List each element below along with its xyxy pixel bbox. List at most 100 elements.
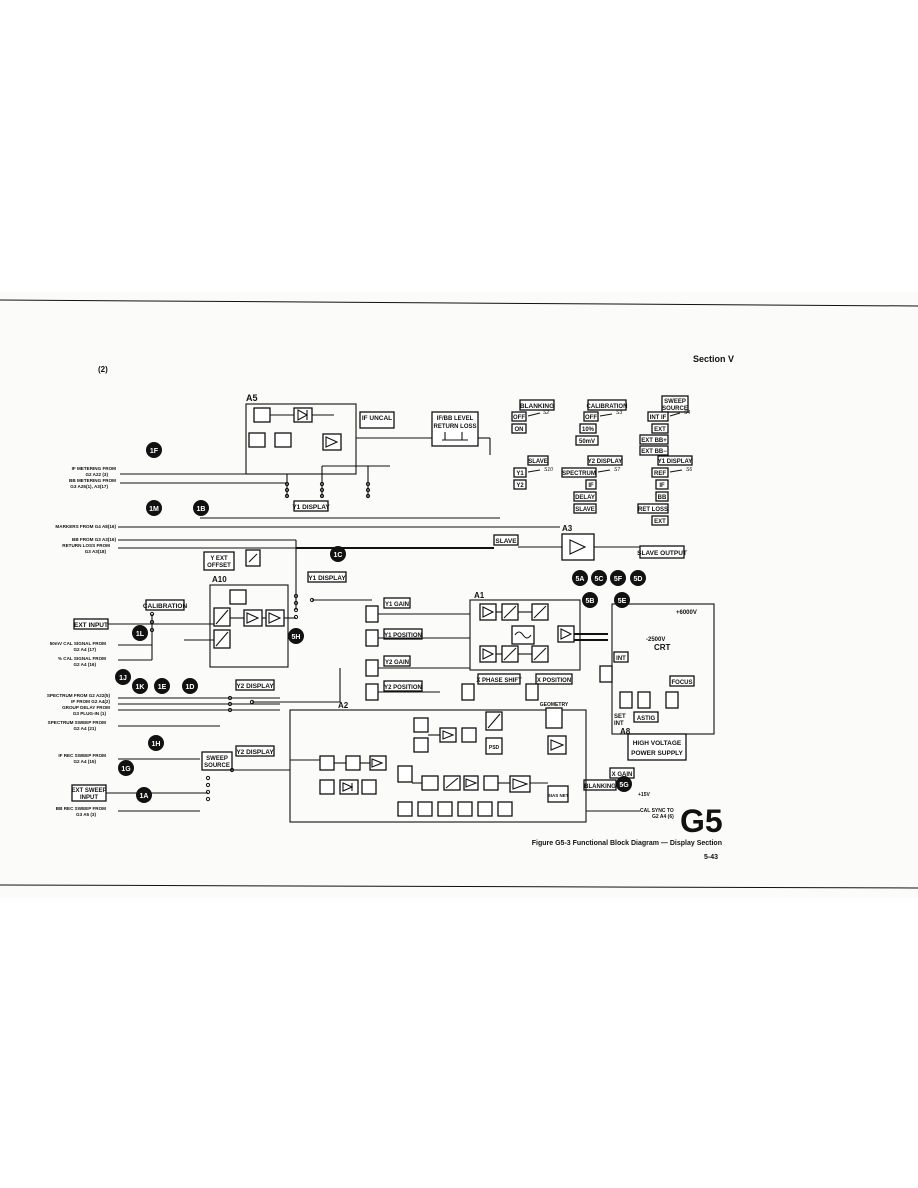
marker-dot xyxy=(148,735,164,751)
y1-gain-label: Y1 GAIN xyxy=(385,602,409,608)
marker-label: 5G xyxy=(619,782,629,789)
slave-output-label: SLAVE OUTPUT xyxy=(637,550,687,557)
assembly-a8: A8 xyxy=(620,727,631,736)
test-point-marker: 1L xyxy=(132,625,148,641)
legend-option: Y2 xyxy=(516,483,524,489)
a10-outline xyxy=(209,584,289,668)
marker-label: 1K xyxy=(136,684,145,691)
test-point-marker: 1H xyxy=(148,735,164,751)
test-point-marker: 1G xyxy=(118,760,134,776)
switch-ref: S2 xyxy=(543,410,549,416)
pot-arrow-icon xyxy=(248,553,258,563)
legend-option: Y1 xyxy=(516,471,524,477)
y2-display-sweep-label: Y2 DISPLAY xyxy=(236,749,274,756)
sweep-source-left-box xyxy=(201,751,233,771)
int-box xyxy=(613,651,629,663)
ext-sweep-label-1: EXT SWEEP xyxy=(71,788,106,794)
legend-title: SWEEP xyxy=(664,399,686,405)
cal-sync-label-2: G2 A4 (6) xyxy=(652,814,674,820)
y1-position-label: Y1 POSITION xyxy=(384,633,422,639)
signal-label: MARKERS FROM G4 A8(16) xyxy=(55,524,116,529)
figure-tag: G5 xyxy=(680,803,723,839)
signal-label: G3 A5 (3) xyxy=(76,812,96,817)
assembly-a5: A5 xyxy=(246,393,258,403)
sweep-source-label-2: SOURCE xyxy=(204,763,230,769)
amplifier-icon xyxy=(560,628,573,640)
legend-option: EXT BB+ xyxy=(641,438,667,444)
marker-dot xyxy=(616,776,632,792)
int-pot xyxy=(599,665,613,683)
geometry-label: GEOMETRY xyxy=(540,702,569,708)
switch-contacts-s6 xyxy=(284,481,371,499)
legend-title: Y1 DISPLAY xyxy=(658,459,692,465)
test-point-marker: 1K xyxy=(132,678,148,694)
marker-label: 5H xyxy=(292,634,301,641)
figure-caption: Figure G5-3 Functional Block Diagram — D… xyxy=(532,840,722,847)
legend-option: EXT BB− xyxy=(641,449,667,455)
marker-label: 1G xyxy=(121,766,131,773)
legend-blanking: BLANKING OFF ON S2 xyxy=(511,399,555,434)
x-phase-shift-label: X PHASE SHIFT xyxy=(476,678,522,684)
a3-amplifier xyxy=(561,533,595,561)
signal-label: BB REC SWEEP FROM xyxy=(56,806,106,811)
diode-icon xyxy=(297,409,309,421)
amplifier-icon xyxy=(325,436,339,448)
y2-gain-label: Y2 GAIN xyxy=(385,660,409,666)
legend-option: IF xyxy=(659,483,665,489)
hv-label-2: POWER SUPPLY xyxy=(631,750,683,757)
bias-net-label: BIAS NET xyxy=(547,793,568,798)
signal-label: BB FROM G3 A3(16) xyxy=(72,537,116,542)
legend-title: CALIBRATION xyxy=(587,404,628,410)
switch-contacts-y1 xyxy=(293,593,315,620)
bottom-edge xyxy=(0,884,918,889)
assembly-a1: A1 xyxy=(474,591,485,600)
signal-label: G2 A22 (3) xyxy=(85,472,108,477)
legend-option: SPECTRUM xyxy=(562,471,596,477)
hv-power-supply-box xyxy=(627,733,687,761)
switch-ref: S4 xyxy=(684,410,690,416)
y-ext-offset-box xyxy=(203,551,235,571)
slave-box xyxy=(493,534,519,546)
page-number: 5-43 xyxy=(704,854,718,861)
crt-adjust-pots xyxy=(619,691,679,709)
test-point-marker: 5C xyxy=(591,570,607,586)
corner-mark: (2) xyxy=(98,365,108,374)
marker-label: 5F xyxy=(614,576,623,583)
crt-outline xyxy=(611,603,715,735)
a5-detector-block xyxy=(293,407,313,423)
marker-dot xyxy=(146,500,162,516)
test-point-marker: 1A xyxy=(136,787,152,803)
marker-label: 1D xyxy=(186,684,195,691)
test-point-marker: 1D xyxy=(182,678,198,694)
marker-dot xyxy=(154,678,170,694)
test-point-marker: 1J xyxy=(115,669,131,685)
legend-sweep-source: SWEEP SOURCE INT IF EXT EXT BB+ EXT BB− … xyxy=(639,395,690,456)
test-point-marker: 1F xyxy=(146,442,162,458)
y1-display-mid-label: Y1 DISPLAY xyxy=(308,575,346,582)
y2-display-sweep-box xyxy=(235,745,275,757)
geometry-pot xyxy=(545,707,563,729)
slave-output-box xyxy=(639,545,685,559)
marker-dot xyxy=(288,628,304,644)
a5-bias-net-1 xyxy=(248,432,266,448)
a2-outline xyxy=(289,709,587,823)
marker-label: 1H xyxy=(152,741,161,748)
x-position-group: X POSITION xyxy=(525,673,573,701)
legend-option: SLAVE xyxy=(575,507,595,513)
test-point-marker: 1E xyxy=(154,678,170,694)
hv-label-1: HIGH VOLTAGE xyxy=(633,740,682,747)
marker-dot xyxy=(118,760,134,776)
y1-position-group: Y1 POSITION xyxy=(365,628,423,647)
ext-sweep-label-2: INPUT xyxy=(80,795,98,801)
switch-ref: S7 xyxy=(614,467,620,473)
marker-label: 5D xyxy=(634,576,643,583)
switch-ref: S3 xyxy=(616,410,622,416)
marker-label: 1L xyxy=(136,631,145,638)
test-point-marker: 5D xyxy=(630,570,646,586)
marker-label: 1M xyxy=(149,506,159,513)
legend-y1-display: Y1 DISPLAY REF IF BB RET LOSS EXT S6 xyxy=(637,455,693,526)
set-int-label-2: INT xyxy=(614,721,624,727)
marker-dot xyxy=(115,669,131,685)
